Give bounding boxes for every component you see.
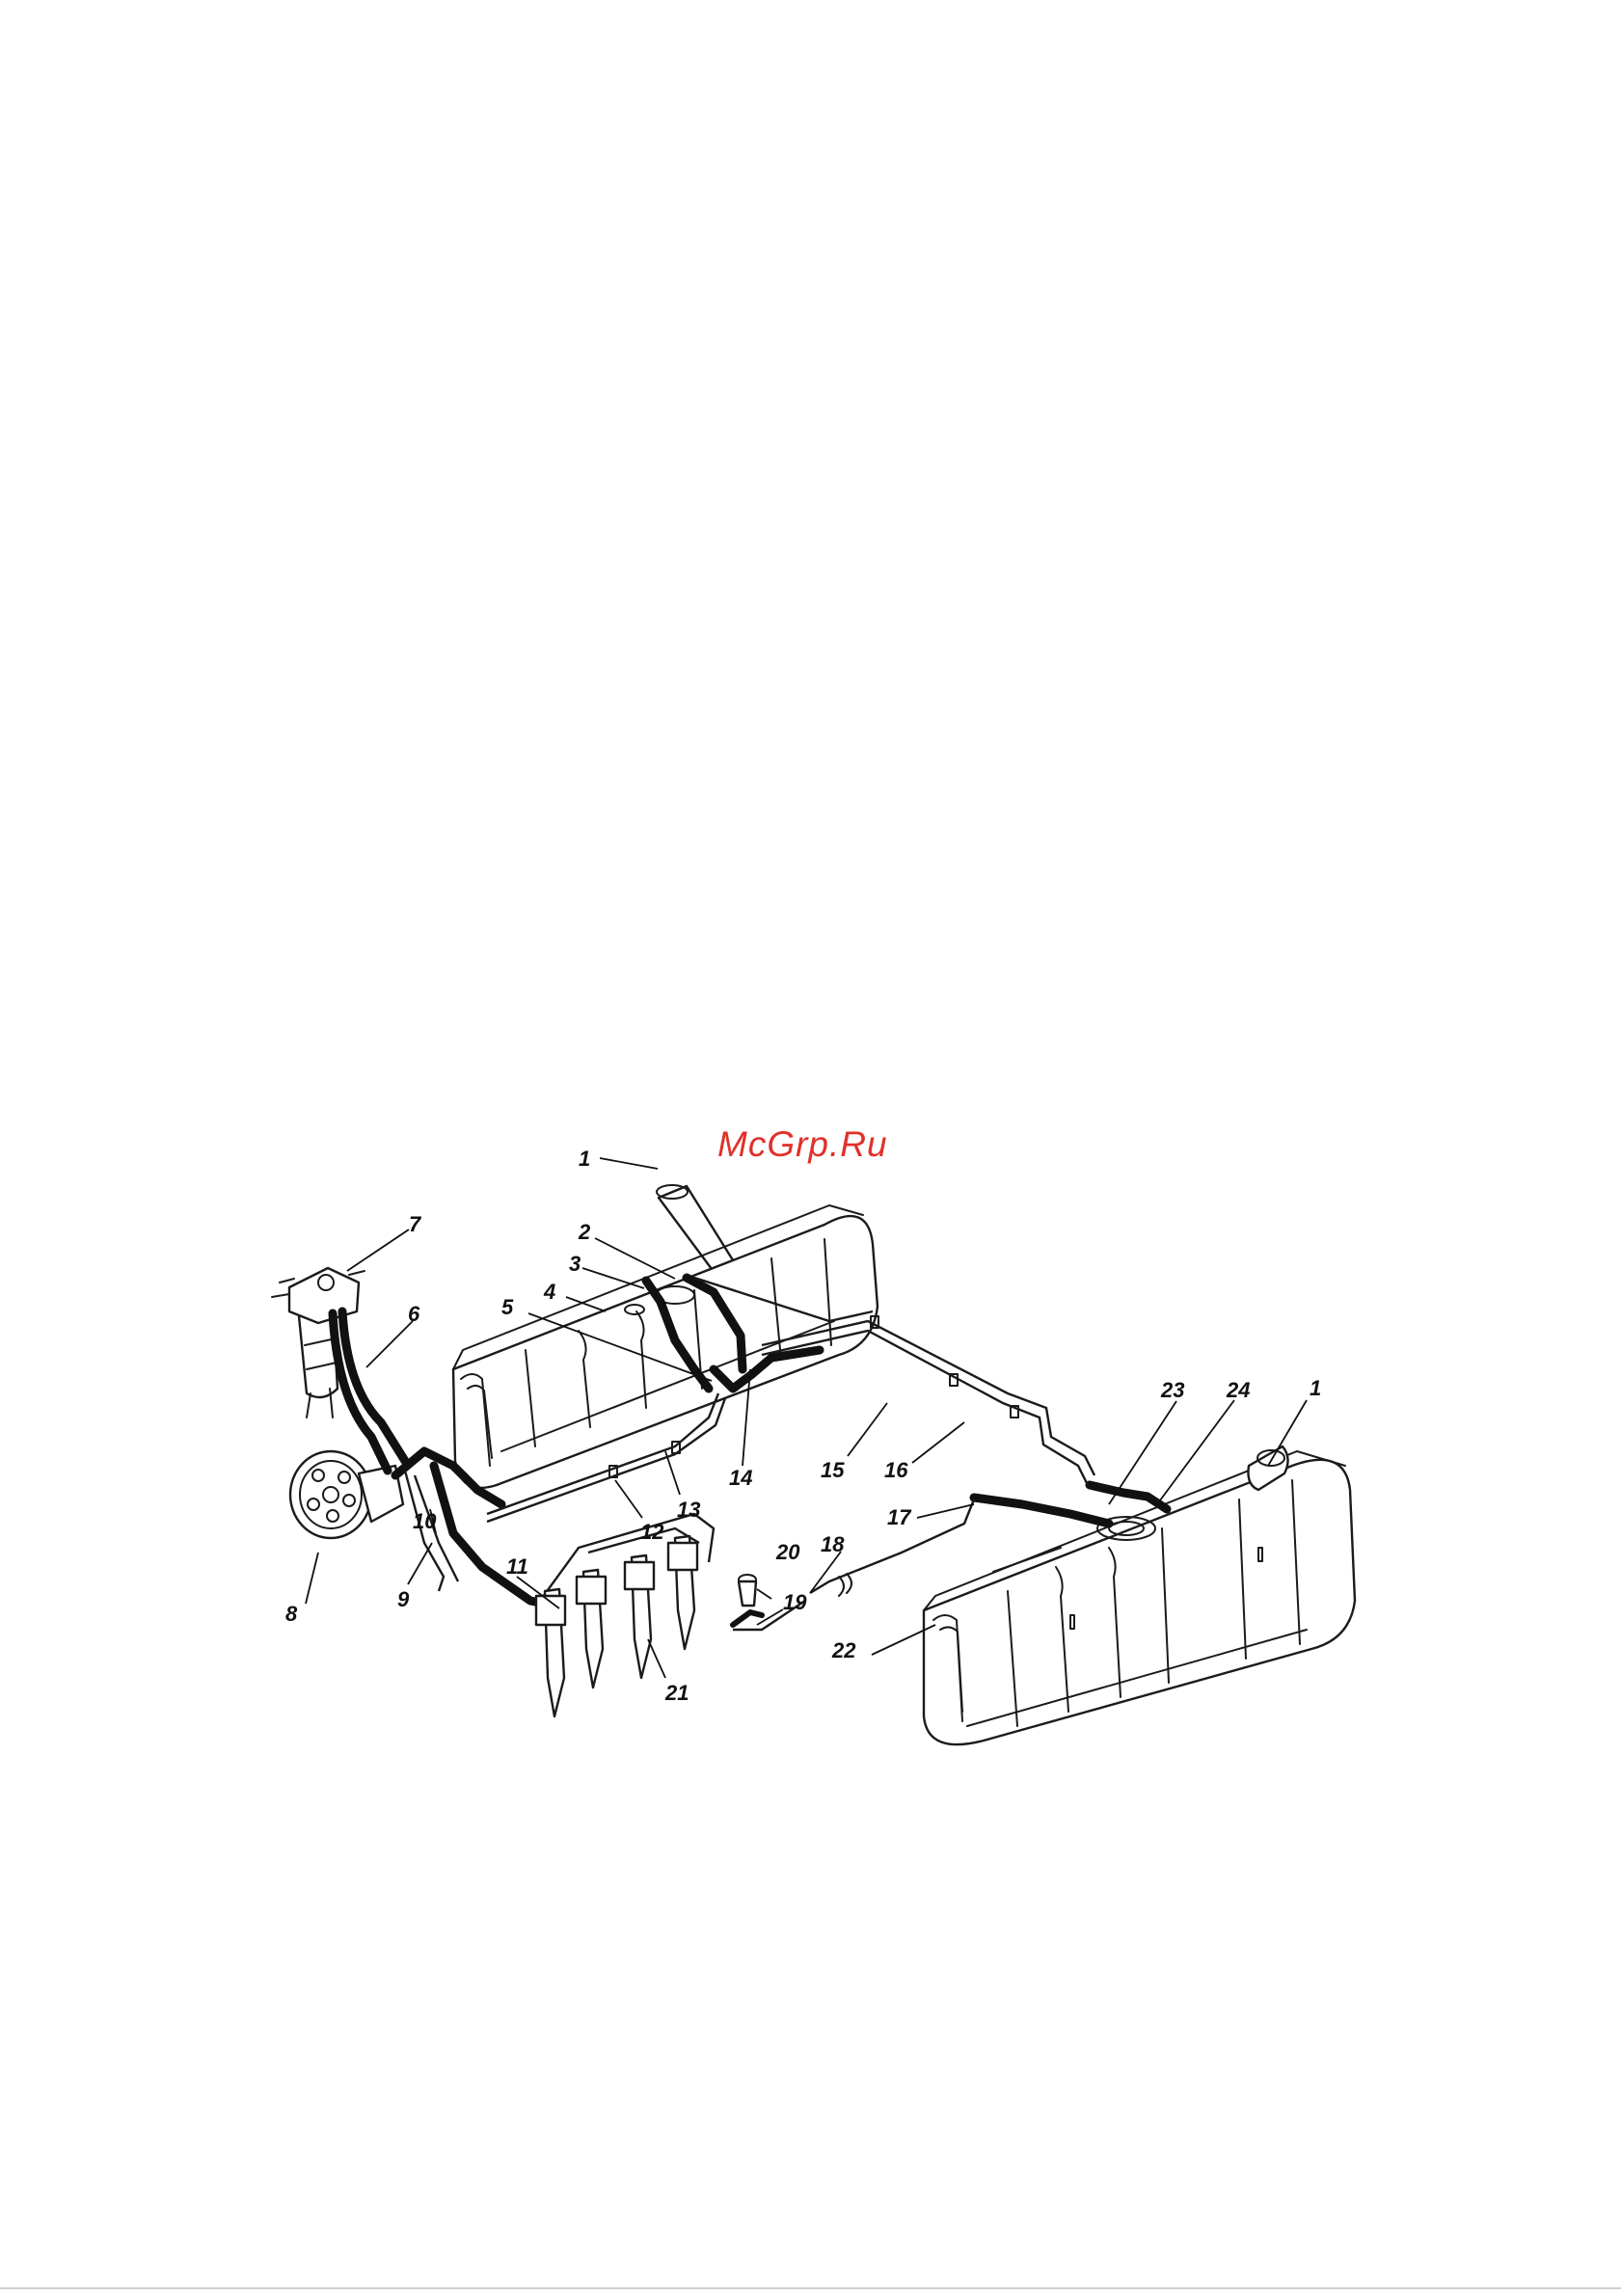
callout-18: 18 (821, 1532, 845, 1556)
callout-6: 6 (408, 1302, 420, 1326)
callout-4: 4 (543, 1280, 555, 1304)
callout-14: 14 (729, 1466, 752, 1490)
callout-3: 3 (569, 1252, 581, 1276)
callout-15: 15 (821, 1458, 845, 1482)
callout-20: 20 (775, 1540, 800, 1564)
callout-21: 21 (664, 1681, 689, 1705)
callout-13: 13 (677, 1498, 700, 1522)
callout-11: 11 (506, 1554, 528, 1579)
callout-9: 9 (397, 1587, 410, 1611)
callout-2: 2 (578, 1220, 591, 1244)
callout-8: 8 (285, 1602, 298, 1626)
callout-5: 5 (501, 1295, 514, 1319)
callout-12: 12 (640, 1520, 664, 1544)
callout-22: 22 (831, 1638, 856, 1662)
callout-10: 10 (413, 1509, 437, 1533)
callout-19: 19 (783, 1590, 807, 1614)
callout-7: 7 (409, 1212, 422, 1236)
callout-17: 17 (887, 1505, 912, 1529)
page-bottom-edge (0, 2287, 1621, 2289)
callout-23: 23 (1160, 1378, 1184, 1402)
sensor-part (733, 1575, 762, 1625)
callout-16: 16 (884, 1458, 908, 1482)
callout-1-lower: 1 (1310, 1376, 1321, 1400)
callout-24: 24 (1226, 1378, 1250, 1402)
callout-1-upper: 1 (579, 1147, 590, 1171)
